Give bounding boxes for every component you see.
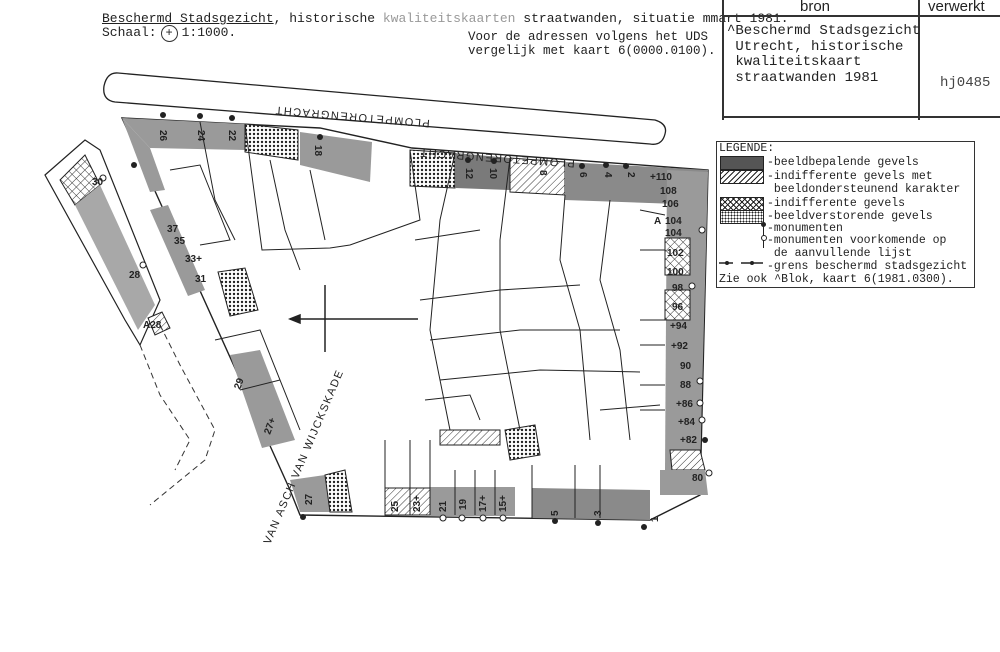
bron-cell: ^Beschermd Stadsgezicht Utrecht, histori… bbox=[727, 23, 921, 86]
house-number: 3 bbox=[593, 510, 604, 516]
monument-circle-icon bbox=[761, 235, 767, 241]
house-number: 19 bbox=[458, 498, 469, 510]
column-header-verwerkt: verwerkt bbox=[928, 0, 985, 15]
house-number: +82 bbox=[680, 435, 697, 446]
title-underlined: Beschermd Stadsgezicht bbox=[102, 11, 274, 26]
house-number: +92 bbox=[671, 341, 688, 352]
scale-value: 1:1000. bbox=[181, 25, 237, 40]
house-number: 18 bbox=[312, 145, 323, 157]
title-tail: straatwanden, situatie mmart 1981. bbox=[515, 11, 789, 26]
house-number: 88 bbox=[680, 380, 692, 391]
divider bbox=[722, 0, 724, 120]
house-number: 30 bbox=[92, 177, 104, 188]
house-number: 1 bbox=[650, 516, 661, 522]
legend-pin-line bbox=[763, 210, 764, 248]
legend: LEGENDE: -beeldbepalende gevels -indiffe… bbox=[716, 141, 975, 288]
house-number: 21 bbox=[438, 500, 449, 512]
scale: Schaal:+1:1000. bbox=[102, 25, 236, 42]
legend-label: -beeldverstorende gevels bbox=[767, 210, 933, 223]
house-number: 2 bbox=[625, 172, 636, 178]
house-number: 80 bbox=[692, 473, 704, 484]
house-number: 104 bbox=[665, 228, 682, 239]
house-number: 96 bbox=[672, 302, 684, 313]
monument-markers bbox=[99, 112, 713, 530]
house-number: 31 bbox=[195, 274, 207, 285]
legend-label: -beeldbepalende gevels bbox=[767, 156, 919, 169]
house-number: A28 bbox=[143, 320, 162, 331]
legend-title: LEGENDE: bbox=[719, 142, 775, 155]
house-number: 100 bbox=[667, 267, 684, 278]
legend-label: -grens beschermd stadsgezicht bbox=[767, 260, 968, 273]
house-number: 12 bbox=[463, 168, 474, 180]
scale-label: Schaal: bbox=[102, 25, 157, 40]
legend-footer: Zie ook ^Blok, kaart 6(1981.0300). bbox=[719, 273, 954, 286]
house-number: 10 bbox=[487, 168, 498, 180]
house-number: 25 bbox=[390, 500, 401, 512]
house-numbers: 26 24 22 18 12 10 8 6 4 2 +110 108 106 A… bbox=[92, 130, 704, 522]
house-number: +84 bbox=[678, 417, 695, 428]
house-number: +86 bbox=[676, 399, 693, 410]
facade-a28 bbox=[147, 311, 171, 336]
legend-label: -indifferente gevels bbox=[767, 197, 906, 210]
house-number: 5 bbox=[550, 510, 561, 516]
scale-symbol-icon: + bbox=[160, 25, 178, 42]
house-number: 29 bbox=[232, 376, 246, 391]
legend-label: -indifferente gevels met beeldondersteun… bbox=[767, 170, 961, 197]
house-number: 35 bbox=[174, 236, 186, 247]
house-number: 104 bbox=[665, 216, 682, 227]
note-line: Voor de adressen volgens het UDS bbox=[468, 30, 709, 44]
house-letter: A bbox=[654, 216, 661, 227]
house-number: 24 bbox=[195, 130, 206, 142]
map-title: Beschermd Stadsgezicht, historische kwal… bbox=[102, 11, 789, 26]
swatch-indifferent-ondersteunend bbox=[720, 170, 764, 184]
kade-dashed-lines bbox=[139, 324, 216, 506]
north-arrow-icon bbox=[287, 285, 418, 352]
house-number: 37 bbox=[167, 224, 179, 235]
house-number: 22 bbox=[226, 130, 237, 142]
house-number: 108 bbox=[660, 186, 677, 197]
house-number: +110 bbox=[650, 172, 672, 183]
legend-label: -monumenten bbox=[767, 222, 843, 235]
column-header-bron: bron bbox=[800, 0, 831, 15]
house-number: 28 bbox=[129, 270, 141, 281]
title-text: , historische bbox=[273, 11, 383, 26]
house-number: 26 bbox=[157, 130, 168, 142]
house-number: 15+ bbox=[498, 495, 509, 512]
divider bbox=[918, 0, 920, 120]
boundary-line-icon bbox=[719, 261, 763, 265]
note-line: vergelijk met kaart 6(0000.0100). bbox=[468, 44, 716, 58]
house-number: +94 bbox=[670, 321, 687, 332]
house-number: 17+ bbox=[478, 495, 489, 512]
divider bbox=[722, 15, 1000, 17]
house-number: 6 bbox=[577, 172, 588, 178]
canal-plompetorengracht bbox=[103, 72, 667, 145]
divider bbox=[722, 116, 1000, 118]
house-number: 98 bbox=[672, 283, 684, 294]
house-number: 4 bbox=[602, 172, 613, 178]
swatch-beeldbepalend bbox=[720, 156, 764, 170]
house-number: 8 bbox=[537, 170, 548, 176]
parcel-lines bbox=[169, 121, 666, 518]
house-number: 23+ bbox=[412, 495, 423, 512]
house-number: 90 bbox=[680, 361, 692, 372]
monument-dot-icon bbox=[761, 222, 766, 227]
house-number: 102 bbox=[667, 248, 684, 259]
verwerkt-cell: hj0485 bbox=[940, 75, 991, 91]
facade-beeldbepalend bbox=[75, 185, 155, 330]
legend-label: -monumenten voorkomende op de aanvullend… bbox=[767, 234, 947, 261]
house-number: 33+ bbox=[185, 254, 202, 265]
house-number: 27 bbox=[304, 493, 315, 505]
house-number: 106 bbox=[662, 199, 679, 210]
title-faint: kwaliteitskaarten bbox=[382, 11, 516, 26]
source-table: bron verwerkt ^Beschermd Stadsgezicht Ut… bbox=[722, 0, 1000, 120]
